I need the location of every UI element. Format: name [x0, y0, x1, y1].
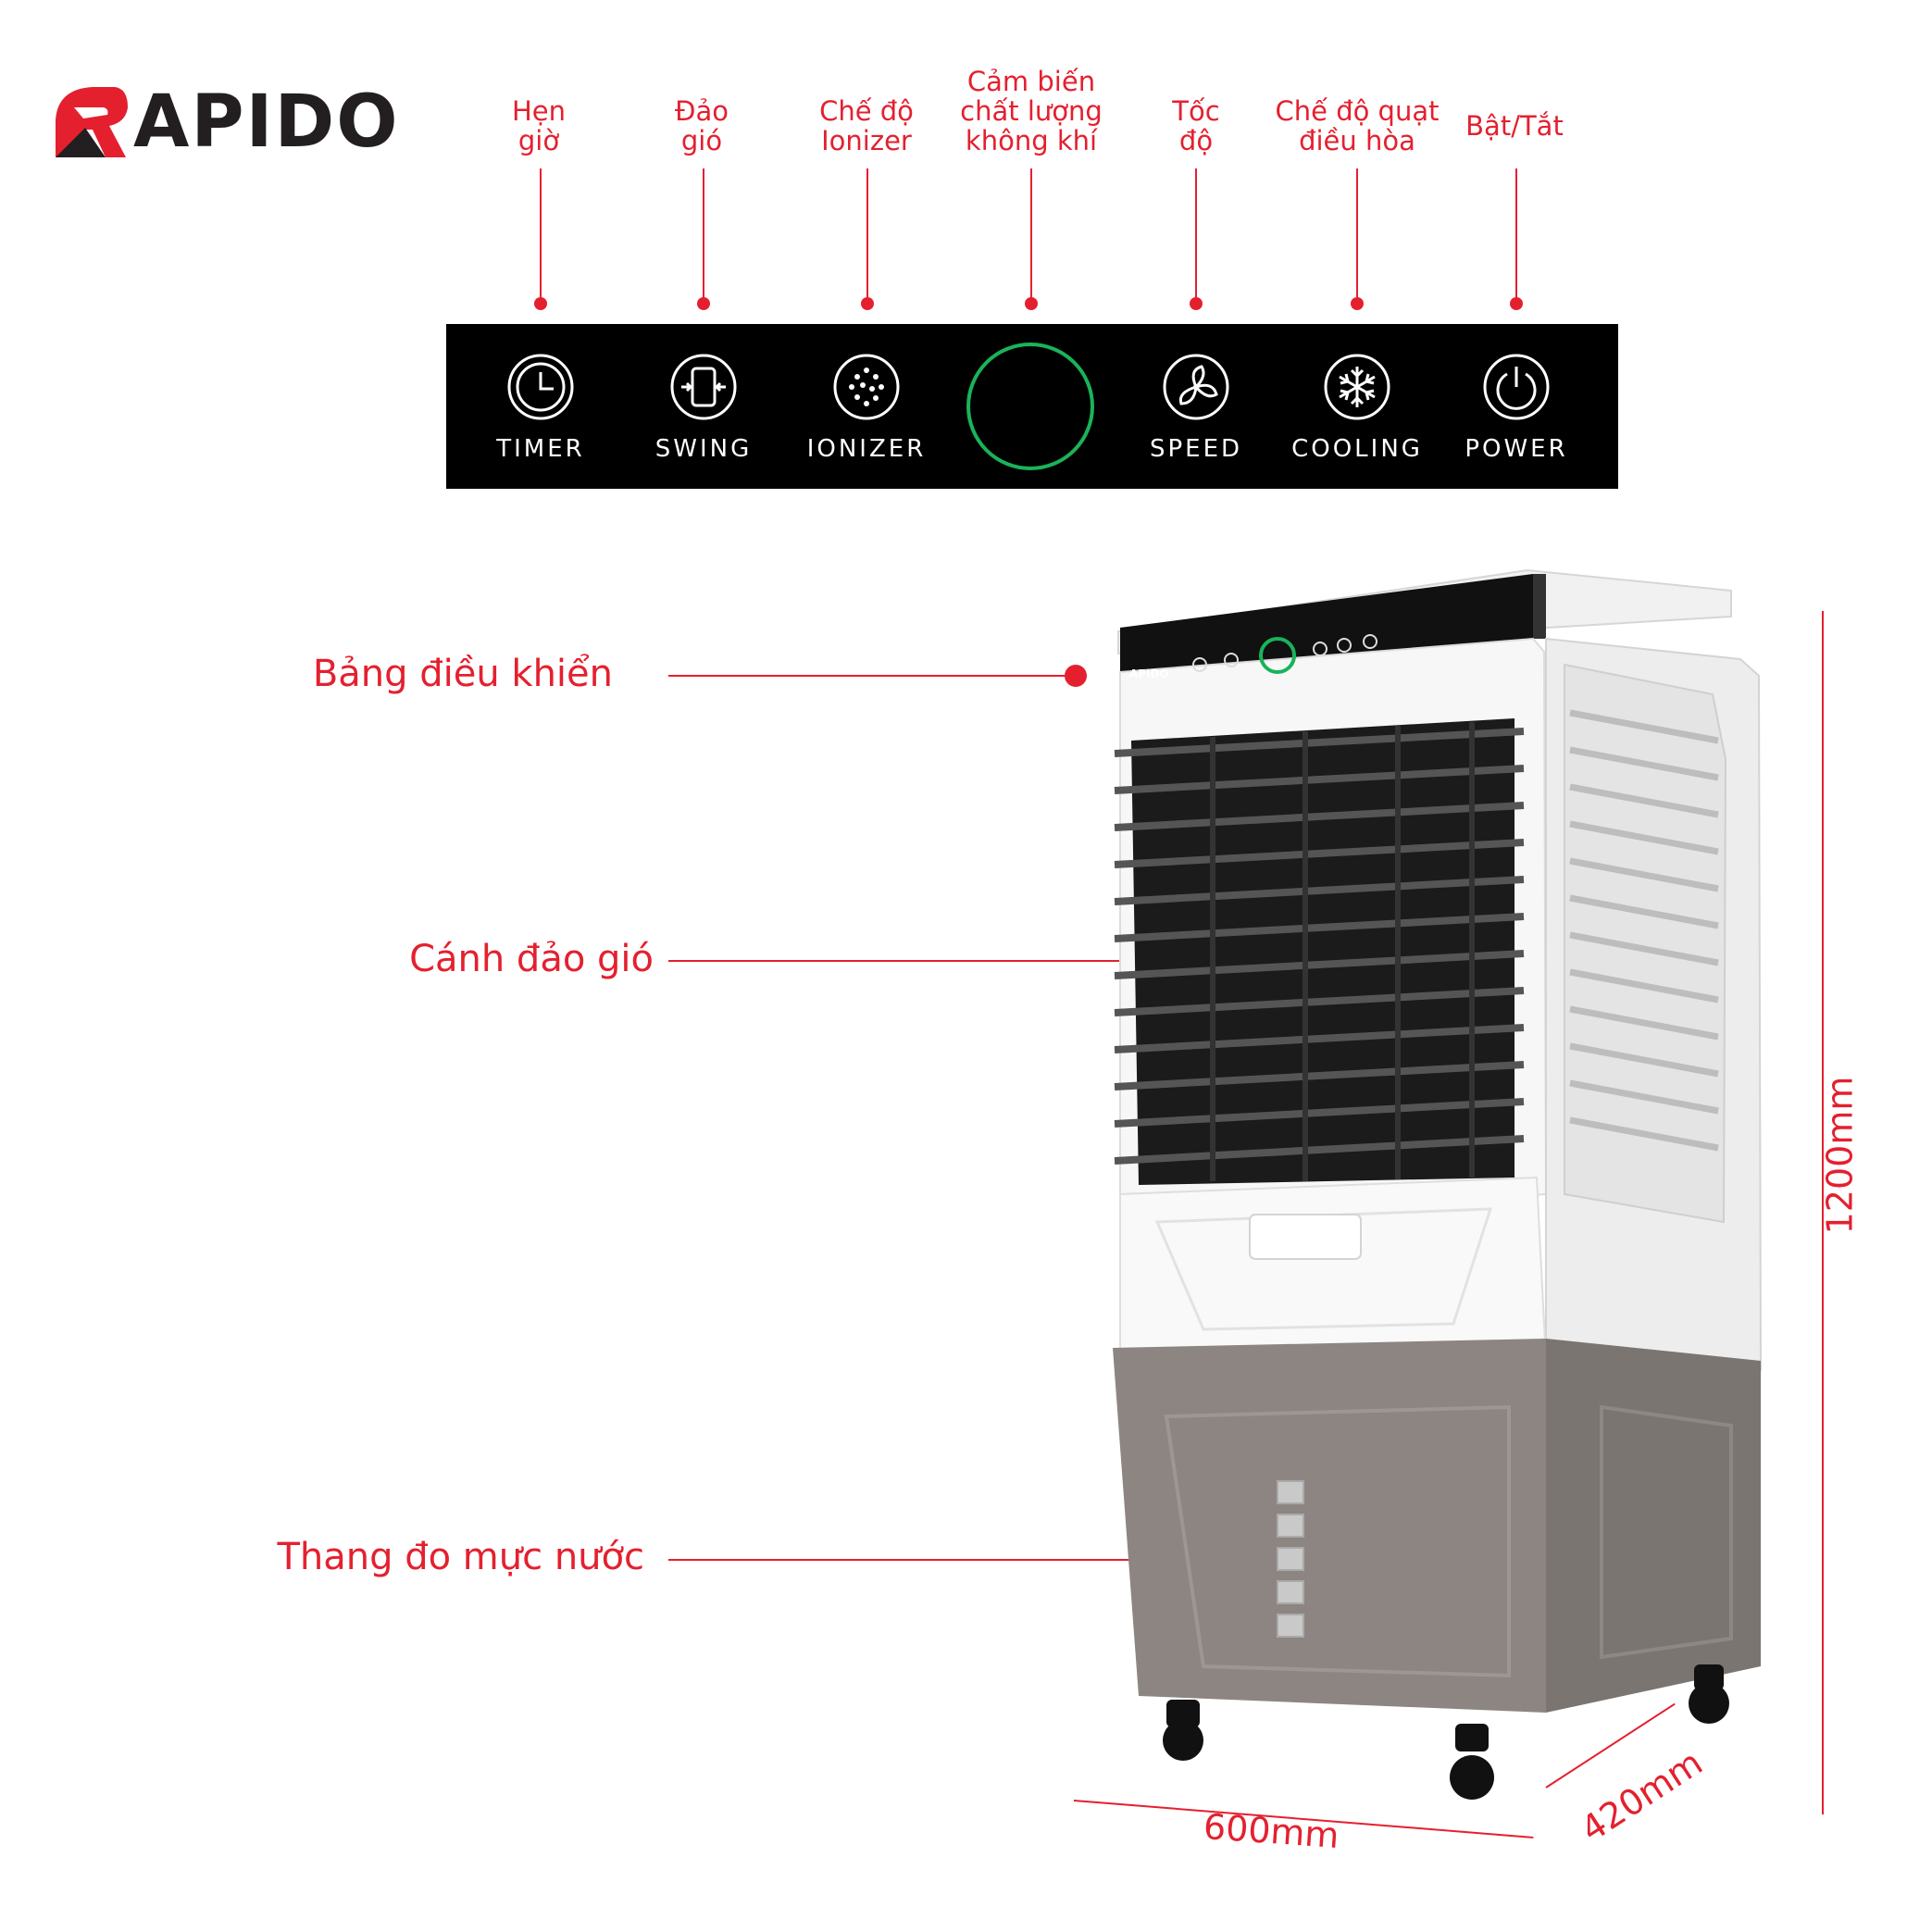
brand-name: APIDO [133, 81, 400, 164]
callout-line [1030, 168, 1032, 304]
height-dimension-label: 1200mm [1819, 1076, 1861, 1235]
callout-dot [1190, 297, 1203, 310]
callout-swing-label: Đảo gió [675, 95, 729, 156]
snowflake-icon [1324, 354, 1390, 420]
callout-dot [1510, 297, 1523, 310]
callout-cooling-label: Chế độ quạt điều hòa [1275, 95, 1440, 156]
width-dimension-label: 600mm [1202, 1805, 1340, 1857]
ionizer-label: IONIZER [806, 435, 927, 463]
pointer-line [668, 1559, 1200, 1561]
air-cooler-illustration: APIDO [1113, 568, 1763, 1800]
swing-button[interactable]: SWING [620, 352, 787, 463]
callout-line [1515, 168, 1517, 304]
clock-icon [507, 354, 574, 420]
power-button[interactable]: POWER [1433, 352, 1600, 463]
callout-line [1356, 168, 1358, 304]
callout-dot [697, 297, 710, 310]
power-label: POWER [1465, 435, 1568, 463]
callout-dot [861, 297, 874, 310]
pointer-line [668, 960, 1192, 962]
swing-icon [670, 354, 737, 420]
timer-button[interactable]: TIMER [457, 352, 624, 463]
air-quality-sensor-ring [966, 343, 1094, 470]
label-louvers: Cánh đảo gió [409, 938, 654, 980]
ionizer-button[interactable]: IONIZER [783, 352, 950, 463]
callout-dot [1351, 297, 1364, 310]
cooling-label: COOLING [1291, 435, 1423, 463]
callout-ionizer-label: Chế độ Ionizer [819, 95, 914, 156]
callout-speed-label: Tốc độ [1172, 95, 1220, 156]
callout-line [703, 168, 704, 304]
product-logo: APIDO [1129, 667, 1169, 680]
label-water-level: Thang đo mực nước [277, 1536, 644, 1578]
brand-logo: APIDO [48, 76, 398, 168]
callout-dot [1025, 297, 1038, 310]
cooling-button[interactable]: COOLING [1274, 352, 1440, 463]
callout-line [1195, 168, 1197, 304]
pointer-dot [1065, 665, 1087, 687]
height-dimension-line [1822, 611, 1824, 1814]
swing-label: SWING [654, 435, 753, 463]
fan-icon [1163, 354, 1229, 420]
label-control-panel: Bảng điều khiển [312, 653, 613, 695]
callout-timer-label: Hẹn giờ [511, 95, 567, 156]
timer-label: TIMER [496, 435, 585, 463]
control-panel: TIMER SWING IONIZER [446, 324, 1618, 489]
callout-power-label: Bật/Tắt [1465, 110, 1564, 142]
callout-line [540, 168, 542, 304]
pointer-line [668, 675, 1076, 677]
power-icon [1483, 354, 1550, 420]
callout-dot [534, 297, 547, 310]
rapido-r-icon [56, 87, 128, 157]
speed-button[interactable]: SPEED [1113, 352, 1279, 463]
callout-sensor-label: Cảm biến chất lượng không khí [960, 66, 1103, 156]
ionizer-icon [833, 354, 900, 420]
callout-line [866, 168, 868, 304]
speed-label: SPEED [1149, 435, 1243, 463]
